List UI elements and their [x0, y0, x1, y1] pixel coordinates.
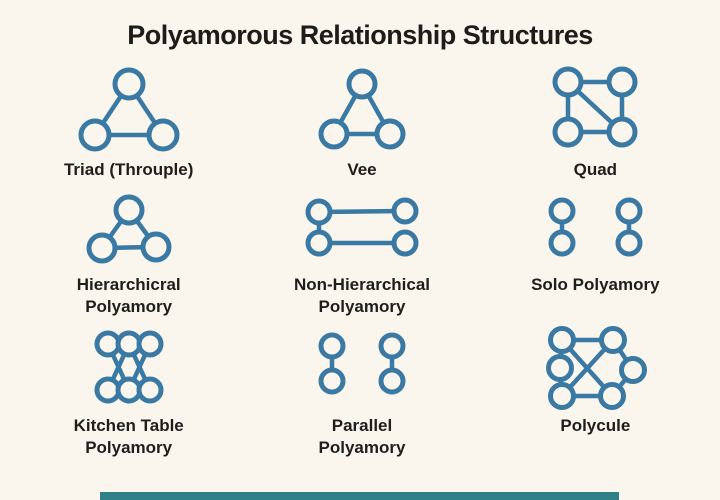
diagram-cell-hierarchical: Hierarchicral Polyamory — [12, 194, 245, 318]
diagram-grid: Triad (Throuple) Vee Quad Hierarchicral … — [12, 59, 712, 459]
solo-network-diagram — [548, 197, 643, 257]
diagram-label: Quad — [573, 160, 618, 179]
diagram-cell-vee: Vee — [245, 59, 478, 181]
triad-network-diagram — [78, 67, 180, 152]
diagram-cell-kitchen-table: Kitchen Table Polyamory — [12, 326, 245, 459]
diagram-label: Hierarchicral Polyamory — [76, 274, 181, 316]
diagram-cell-quad: Quad — [479, 59, 712, 181]
kitchen-table-network-diagram — [94, 330, 164, 404]
diagram-cell-solo: Solo Polyamory — [479, 194, 712, 318]
page-title: Polyamorous Relationship Structures — [127, 20, 593, 50]
parallel-network-diagram — [318, 332, 406, 395]
diagram-label: Polycule — [560, 416, 631, 436]
diagram-label: Non-Hierarchical Polyamory — [293, 274, 431, 316]
hierarchical-network-diagram — [86, 194, 172, 264]
diagram-label: Solo Polyamory — [531, 274, 660, 294]
polycule-network-diagram — [546, 326, 648, 411]
non-hierarchical-network-diagram — [305, 197, 419, 257]
quad-network-diagram — [552, 66, 638, 148]
diagram-cell-triad: Triad (Throuple) — [12, 59, 245, 181]
diagram-label: Triad (Throuple) — [63, 160, 194, 179]
diagram-label: Vee — [347, 160, 377, 179]
footer-accent-bar — [100, 492, 619, 500]
diagram-cell-parallel: Parallel Polyamory — [245, 326, 478, 459]
diagram-label: Kitchen Table Polyamory — [73, 416, 184, 457]
diagram-label: Parallel Polyamory — [318, 416, 406, 457]
vee-network-diagram — [318, 68, 406, 150]
diagram-cell-polycule: Polycule — [479, 326, 712, 459]
diagram-cell-non-hierarchical: Non-Hierarchical Polyamory — [245, 194, 478, 318]
